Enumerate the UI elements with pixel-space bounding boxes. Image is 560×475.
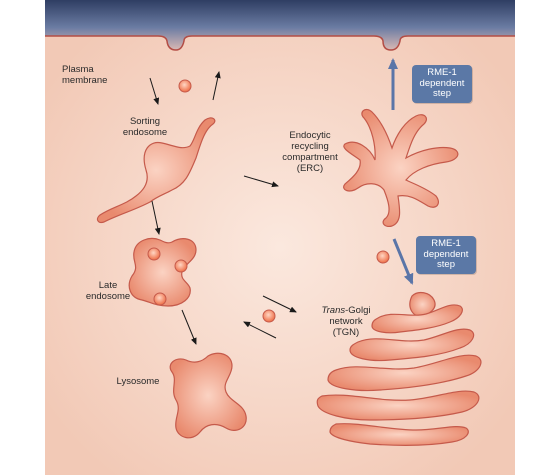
vesicle-icon <box>174 259 188 273</box>
tgn-label: Trans-Golgi network (TGN) <box>321 305 371 338</box>
vesicles <box>147 79 390 323</box>
vesicle-icon <box>178 79 192 93</box>
arrow-icon <box>243 175 279 188</box>
vesicle-icon <box>153 292 167 306</box>
vesicle-icon <box>262 309 276 323</box>
rme1-step-box: RME-1 dependent step <box>416 236 476 274</box>
arrow-icon <box>181 309 197 345</box>
rme1-down-arrow-icon <box>392 238 414 285</box>
sorting-endosome-shape <box>96 117 216 224</box>
lysosome-label: Lysosome <box>116 376 160 387</box>
arrow-icon <box>151 200 161 235</box>
erc-shape <box>343 108 459 227</box>
membrane-edge <box>45 35 515 51</box>
sorting-endosome-label: Sorting endosome <box>122 116 168 138</box>
tgn-italic-text: Trans <box>321 305 346 316</box>
plasma-membrane-label: Plasma membrane <box>62 64 108 86</box>
vesicle-icon <box>376 250 390 264</box>
tgn-shape <box>316 291 482 446</box>
arrow-icon <box>243 321 277 339</box>
rme1-step-box: RME-1 dependent step <box>412 65 472 103</box>
late-endosome-label: Late endosome <box>85 280 131 302</box>
late-endosome-shape <box>128 237 197 307</box>
lysosome-shape <box>169 352 247 439</box>
vesicle-icon <box>147 247 161 261</box>
arrow-icon <box>262 295 297 313</box>
pathway-arrows <box>149 71 297 345</box>
erc-label: Endocytic recycling compartment (ERC) <box>282 130 338 174</box>
plasma-membrane <box>45 0 515 50</box>
arrow-icon <box>149 77 160 105</box>
arrow-icon <box>212 71 221 101</box>
